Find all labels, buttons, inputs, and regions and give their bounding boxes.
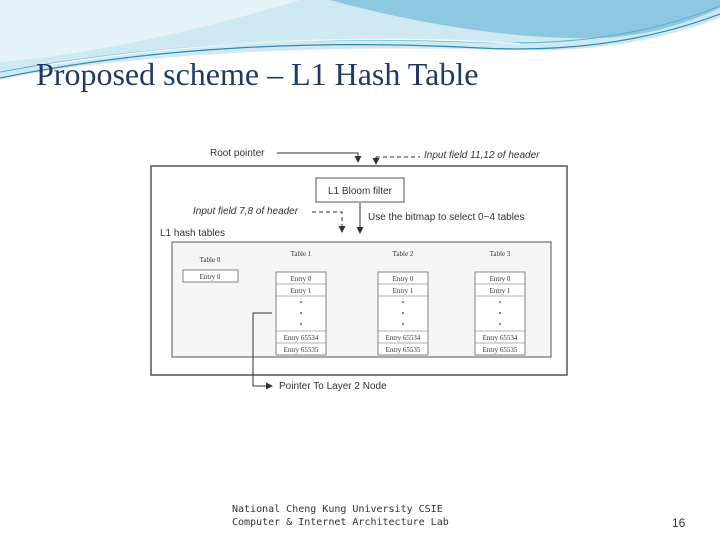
input-field-11-12-label: Input field 11,12 of header	[424, 150, 540, 161]
table-title: Table 3	[490, 250, 511, 258]
bloom-filter-box	[315, 177, 405, 203]
table-0-entry-0: Entry 0	[200, 273, 221, 281]
entry-65535: Entry 65535	[386, 346, 421, 354]
footer-line-1: National Cheng Kung University CSIE	[232, 504, 443, 515]
input-field-7-8-dashed-arrow	[312, 211, 346, 233]
header-wave-decoration	[0, 0, 720, 80]
page-number: 16	[672, 516, 686, 530]
table-title: Table 1	[291, 250, 312, 258]
pointer-layer2-label: Pointer To Layer 2 Node	[279, 381, 387, 392]
bitmap-note: Use the bitmap to select 0~4 tables	[368, 212, 524, 223]
entry-0: Entry 0	[393, 275, 414, 283]
entry-0: Entry 0	[490, 275, 511, 283]
root-pointer-arrow	[277, 152, 362, 163]
footer-line-2: Computer & Internet Architecture Lab	[232, 517, 449, 528]
table-0-entry-box	[182, 269, 239, 283]
slide-title: Proposed scheme – L1 Hash Table	[36, 56, 479, 92]
table-2: Table 2 Entry 0 Entry 1 Entry 65534 Entr…	[377, 250, 429, 356]
entry-65534: Entry 65534	[284, 334, 319, 342]
pointer-layer2-arrow	[252, 312, 273, 390]
entry-65535: Entry 65535	[284, 346, 319, 354]
footer-lab-name: National Cheng Kung University CSIE Comp…	[232, 503, 449, 529]
entry-1: Entry 1	[490, 287, 511, 295]
entry-65534: Entry 65534	[386, 334, 421, 342]
entry-0: Entry 0	[291, 275, 312, 283]
table-title: Table 2	[393, 250, 414, 258]
input-field-7-8-label: Input field 7,8 of header	[193, 206, 299, 217]
outer-frame	[150, 165, 568, 376]
table-3: Table 3 Entry 0 Entry 1 Entry 65534 Entr…	[474, 250, 526, 356]
entry-1: Entry 1	[393, 287, 414, 295]
entry-65534: Entry 65534	[483, 334, 518, 342]
table-0-title: Table 0	[200, 256, 221, 264]
table-1: Table 1 Entry 0 Entry 1 Entry 65534 Entr…	[275, 250, 327, 356]
bloom-filter-label: L1 Bloom filter	[328, 186, 393, 197]
entry-65535: Entry 65535	[483, 346, 518, 354]
entry-1: Entry 1	[291, 287, 312, 295]
hash-tables-label: L1 hash tables	[160, 228, 225, 239]
root-pointer-label: Root pointer	[210, 148, 265, 159]
